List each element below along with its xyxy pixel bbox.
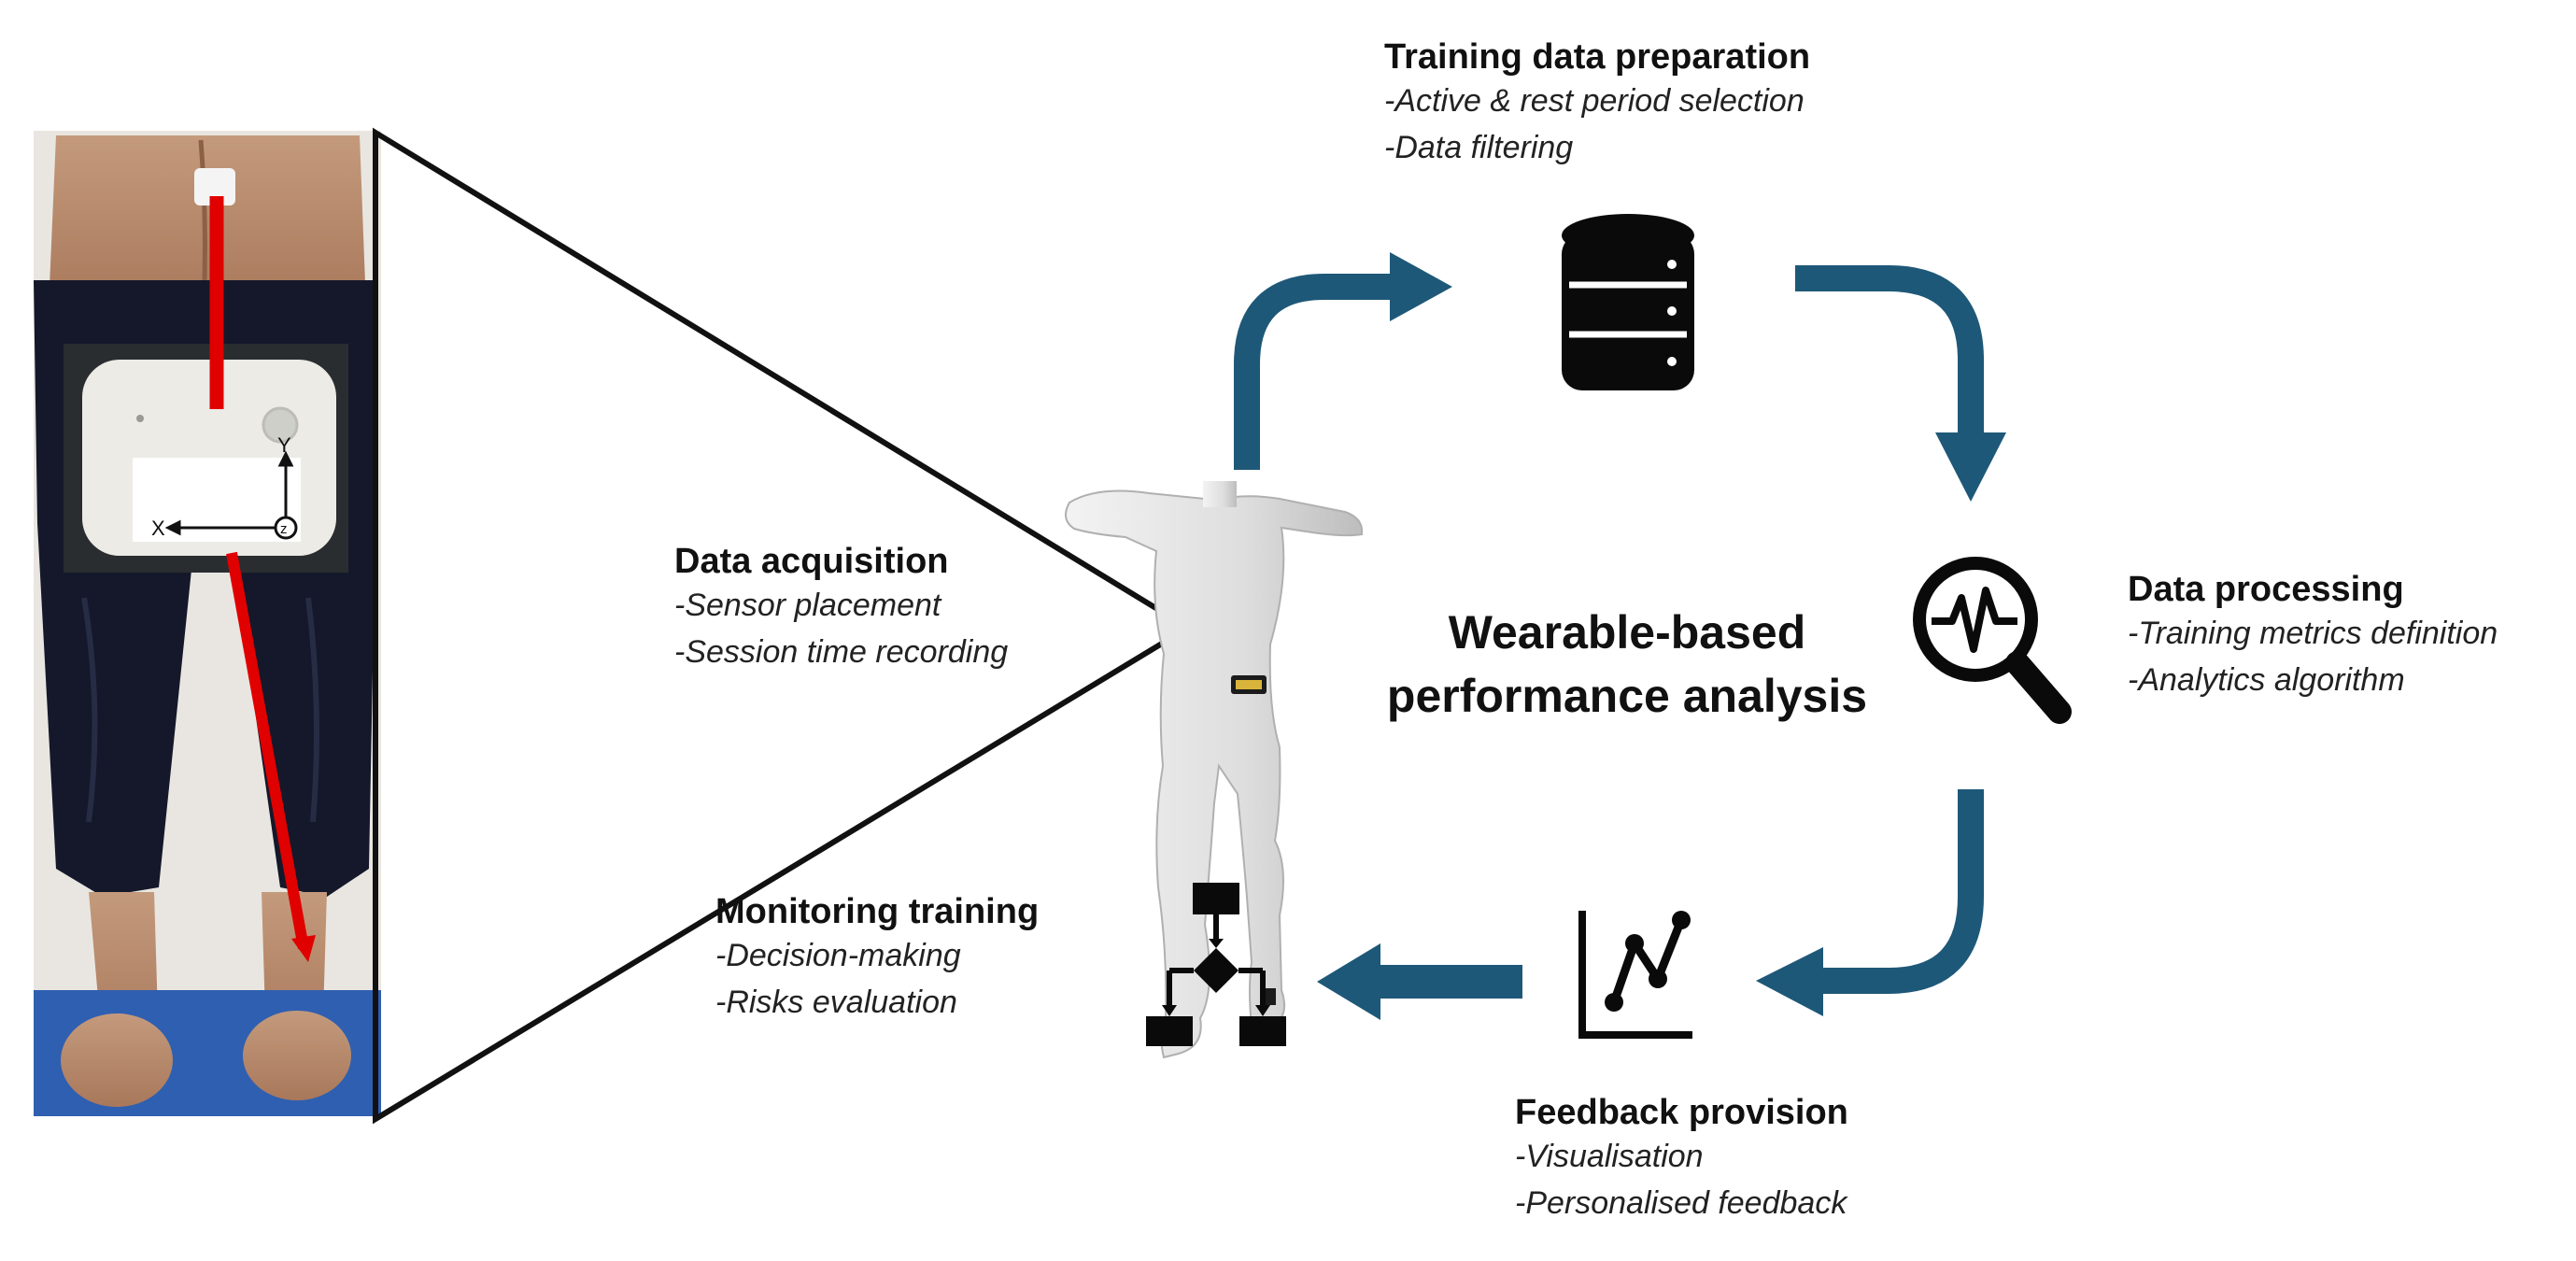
stage-title: Feedback provision — [1515, 1093, 1848, 1132]
human-figure-icon — [1065, 481, 1364, 1059]
sensor-axes — [164, 450, 298, 540]
stage-item: -Visualisation — [1515, 1139, 1704, 1174]
sensor-photo: Y X z — [34, 131, 381, 1116]
center-title-line2: performance analysis — [1386, 670, 1868, 722]
stage-data-acquisition: Data acquisition -Sensor placement -Sess… — [674, 542, 1008, 675]
line-chart-icon — [1578, 911, 1692, 1039]
stage-title: Data acquisition — [674, 542, 949, 581]
stage-item: -Data filtering — [1384, 130, 1574, 165]
stage-feedback-provision: Feedback provision -Visualisation -Perso… — [1515, 1093, 1848, 1226]
stage-data-processing: Data processing -Training metrics defini… — [2128, 570, 2498, 703]
magnifier-waveform-icon — [1913, 557, 2072, 724]
axis-x-label: X — [151, 517, 165, 540]
stage-item: -Analytics algorithm — [2128, 662, 2405, 698]
red-marker-lower — [226, 551, 309, 950]
stage-title: Training data preparation — [1384, 37, 1811, 77]
callout-triangle — [373, 127, 1194, 1125]
flow-arrows — [1234, 252, 2006, 1020]
axis-z-label: z — [280, 521, 288, 537]
stage-monitoring-training: Monitoring training -Decision-making -Ri… — [715, 892, 1039, 1026]
stage-item: -Decision-making — [715, 938, 961, 973]
stage-title: Monitoring training — [715, 892, 1040, 931]
stage-item: -Training metrics definition — [2128, 616, 2498, 651]
flowchart-icon — [1146, 883, 1286, 1046]
stage-training-data-preparation: Training data preparation -Active & rest… — [1384, 37, 1810, 171]
center-title: Wearable-based performance analysis — [1366, 601, 1889, 728]
stage-item: -Active & rest period selection — [1384, 83, 1805, 119]
stage-item: -Risks evaluation — [715, 985, 957, 1020]
stage-title: Data processing — [2128, 570, 2404, 609]
stage-item: -Sensor placement — [674, 588, 941, 623]
stage-item: -Personalised feedback — [1515, 1185, 1847, 1221]
axis-y-label: Y — [277, 433, 291, 457]
database-icon — [1562, 214, 1694, 390]
stage-item: -Session time recording — [674, 634, 1009, 670]
center-title-line1: Wearable-based — [1448, 606, 1806, 659]
